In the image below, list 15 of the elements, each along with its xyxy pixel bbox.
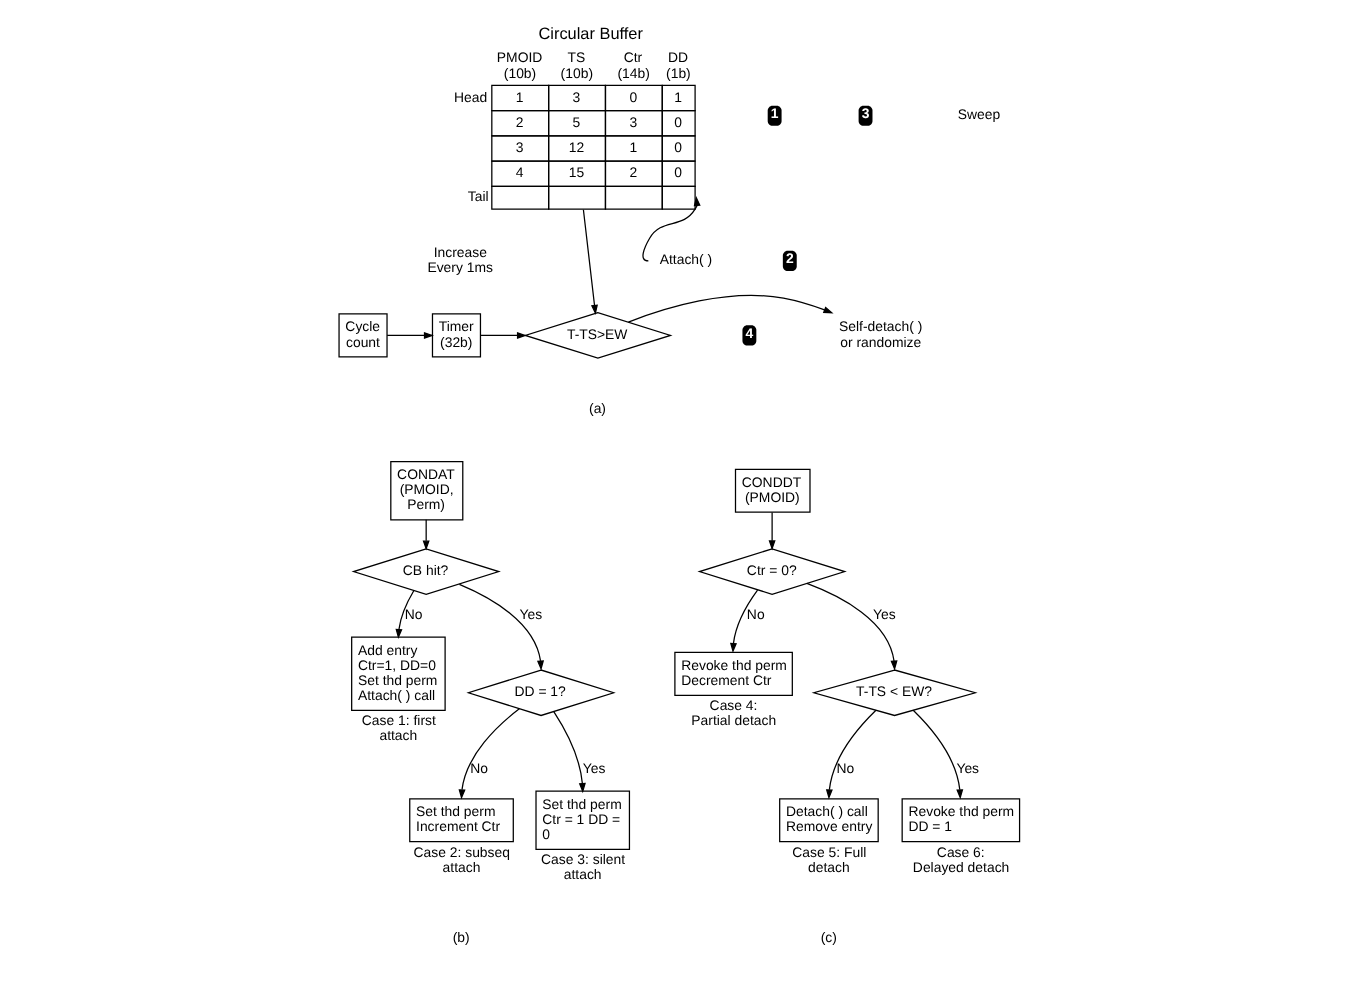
arrow: [805, 582, 897, 671]
arrow: [824, 709, 876, 800]
arrow: [457, 583, 544, 671]
arrow: [626, 294, 833, 323]
arrow: [479, 331, 527, 339]
arrow: [911, 709, 963, 800]
arrow: [641, 195, 700, 262]
arrow: [581, 209, 597, 315]
arrow: [729, 589, 758, 653]
arrow: [552, 711, 585, 794]
arrow: [457, 708, 519, 800]
arrow: [394, 589, 414, 640]
arrow: [385, 331, 433, 339]
arrow: [421, 519, 429, 551]
arrow: [767, 511, 775, 551]
